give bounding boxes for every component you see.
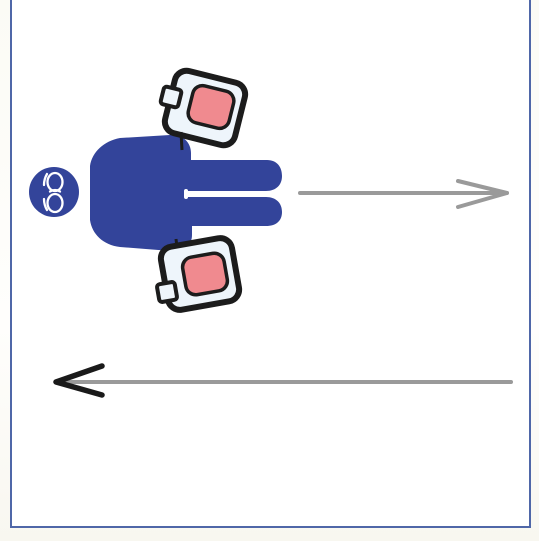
bottom-tray-pad: [181, 252, 229, 297]
top-tray-pad: [186, 83, 236, 130]
person-figure: [29, 135, 282, 251]
top-tray-strap: [181, 132, 182, 150]
left-arrow: [56, 366, 511, 395]
top-tray-handle: [160, 86, 182, 108]
bottom-tray-strap: [176, 239, 177, 247]
bottom-tray-handle: [157, 282, 178, 303]
bottom-tray-icon: [157, 236, 241, 312]
right-arrow: [300, 181, 507, 207]
